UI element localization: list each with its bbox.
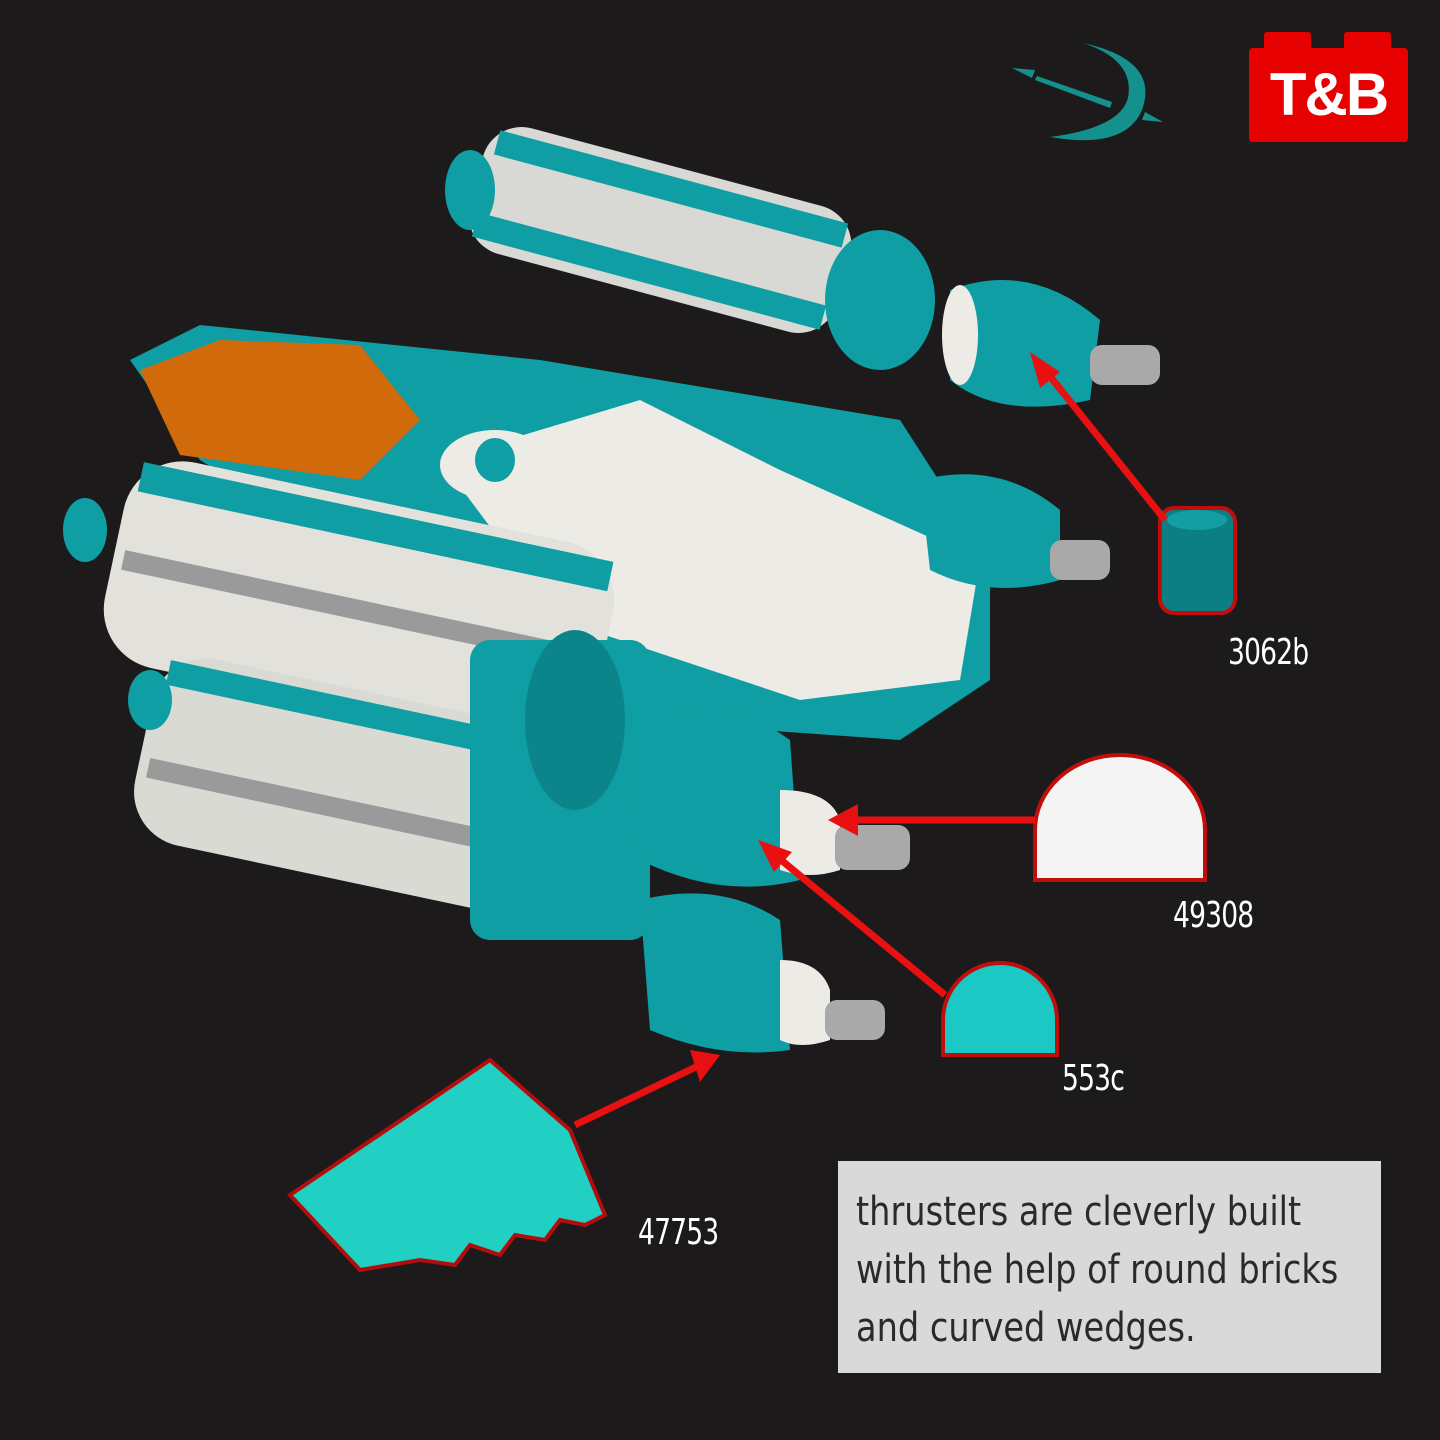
crescent-emblem: [1012, 43, 1163, 141]
callout-arrows: [573, 352, 1168, 1129]
tb-logo: T&B: [1249, 32, 1408, 142]
part-label-49308: 49308: [1173, 895, 1254, 936]
part-label-47753: 47753: [638, 1212, 719, 1253]
caption-box: thrusters are cleverly built with the he…: [838, 1161, 1381, 1373]
part-49308-image: [1033, 753, 1207, 882]
brick-logo-shape: [1249, 32, 1408, 142]
caption-line: with the help of round bricks: [856, 1247, 1339, 1293]
part-label-553c: 553c: [1062, 1058, 1125, 1099]
caption-line: thrusters are cleverly built: [856, 1189, 1302, 1235]
caption-line: and curved wedges.: [856, 1305, 1196, 1351]
part-label-3062b: 3062b: [1228, 632, 1309, 673]
spaceship: [63, 127, 1160, 1053]
part-47753-image: [286, 1057, 608, 1273]
part-553c-image: [941, 961, 1059, 1057]
part-3062b-image: [1158, 506, 1237, 615]
logo-text: T&B: [1269, 61, 1389, 128]
